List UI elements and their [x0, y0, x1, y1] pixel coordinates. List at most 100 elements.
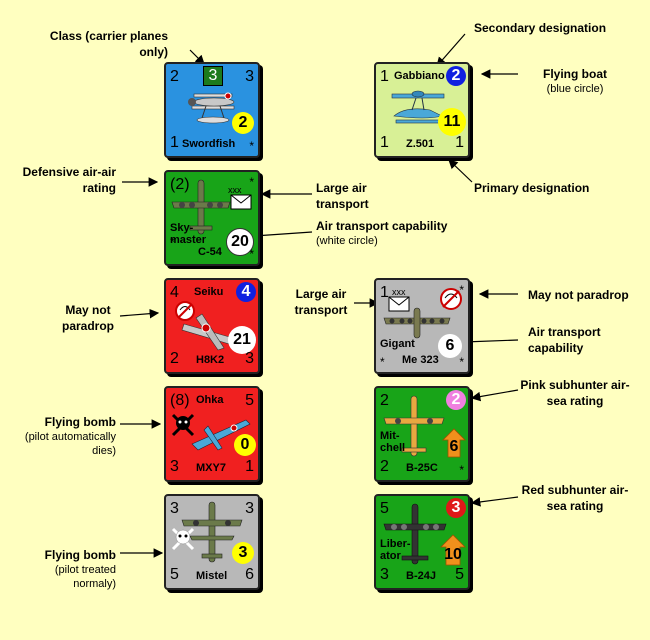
- up-arrow-icon: [440, 534, 466, 566]
- arrow-red-subhunter: [470, 496, 519, 507]
- arrow-primary: [448, 159, 473, 183]
- label-flying-bomb-2-sub: (pilot treated normaly): [54, 564, 116, 590]
- arrow-value: 6: [449, 438, 459, 455]
- counter-liberator: 5 3 Liber-ator 10 3 B-24J 5: [374, 494, 470, 590]
- counter-tr: 3: [245, 68, 254, 85]
- primary-designation: Z.501: [406, 138, 435, 150]
- counter-star: *: [459, 463, 464, 477]
- counter-tl: 1: [380, 68, 389, 85]
- arrow-class: [189, 49, 205, 65]
- primary-designation: B-24J: [406, 570, 436, 582]
- label-defensive: Defensive air-air rating: [22, 165, 116, 195]
- counter-tl: 1: [380, 284, 389, 301]
- blue-circle: 2: [446, 66, 466, 86]
- counter-bl: 3: [380, 566, 389, 583]
- counter-tl: 5: [380, 500, 389, 517]
- primary-designation: Me 323: [402, 354, 439, 366]
- counter-skymaster: (2) * xxx Sky-master * C-54 20 *: [164, 170, 260, 266]
- label-air-transport-title: Air transport capability: [316, 219, 448, 233]
- label-red-subhunter: Red subhunter air-sea rating: [521, 483, 629, 513]
- counter-mitchell: 2 2 Mit-chell 6 2 B-25C *: [374, 386, 470, 482]
- label-flying-boat: Flying boat (blue circle): [520, 66, 630, 96]
- counter-br: 6: [245, 566, 254, 583]
- counter-tl: (2): [170, 176, 190, 193]
- blue-circle: 4: [236, 282, 256, 302]
- counter-star: *: [249, 139, 254, 153]
- four-engine-plane-icon: [171, 179, 231, 235]
- counter-star: *: [380, 355, 385, 369]
- counter-bl: 3: [170, 458, 179, 475]
- yellow-circle: 0: [234, 434, 256, 456]
- label-large-air-transport-2: Large air transport: [294, 287, 348, 317]
- secondary-designation: Gigant: [380, 338, 415, 350]
- large-transport-mark: xxx: [228, 185, 242, 195]
- counter-tl: 2: [380, 392, 389, 409]
- flying-boat-icon: [391, 90, 445, 124]
- skull-crossbones-icon: [171, 413, 195, 437]
- counter-gabbiano: 1 Gabbiano 2 11 1 Z.501 1: [374, 62, 470, 158]
- yellow-circle: 3: [232, 542, 254, 564]
- counter-tr: 5: [245, 392, 254, 409]
- label-flying-bomb-2-title: Flying bomb: [44, 548, 116, 562]
- red-circle: 3: [446, 498, 466, 518]
- counter-bl: 1: [170, 134, 179, 151]
- counter-mistel: 3 3 3 5 Mistel 6: [164, 494, 260, 590]
- label-flying-boat-sub: (blue circle): [546, 83, 604, 95]
- class-badge: 3: [203, 66, 223, 86]
- white-circle: 6: [438, 334, 462, 358]
- counter-tl: 4: [170, 284, 179, 301]
- yellow-circle: 2: [232, 112, 254, 134]
- arrow-air-transport: [252, 230, 313, 241]
- label-pink-subhunter: Pink subhunter air-sea rating: [520, 378, 630, 408]
- label-flying-bomb-1-sub: (pilot automatically dies): [24, 431, 116, 457]
- label-flying-bomb-1: Flying bomb (pilot automatically dies): [20, 414, 116, 458]
- no-parachute-icon: [440, 288, 462, 310]
- rocket-plane-icon: [191, 419, 251, 451]
- counter-br: 5: [455, 566, 464, 583]
- label-air-transport-capability: Air transport capability (white circle): [316, 218, 447, 248]
- twin-engine-plane-icon: [383, 395, 445, 457]
- four-engine-plane-icon: [383, 503, 447, 565]
- label-flying-boat-title: Flying boat: [543, 67, 607, 81]
- label-secondary-designation: Secondary designation: [474, 21, 607, 35]
- arrow-may-not-paradrop-left: [119, 308, 160, 319]
- secondary-designation: Seiku: [194, 286, 224, 298]
- counter-bl: 2: [170, 350, 179, 367]
- primary-designation: Swordfish: [182, 138, 236, 150]
- composite-plane-icon: [181, 501, 243, 563]
- counter-star: *: [459, 355, 464, 369]
- label-class: Class (carrier planes only): [49, 29, 168, 59]
- counter-br: 3: [245, 350, 254, 367]
- counter-bl: 2: [380, 458, 389, 475]
- no-parachute-icon: [175, 301, 195, 321]
- counter-star: *: [170, 235, 175, 249]
- label-may-not-paradrop-left: May not paradrop: [61, 303, 114, 333]
- secondary-designation: Mit-chell: [380, 430, 406, 454]
- secondary-designation: Liber-ator: [380, 538, 411, 562]
- biplane-icon: [188, 92, 235, 124]
- secondary-designation: Sky-master: [170, 222, 207, 246]
- up-arrow-icon: [442, 428, 466, 458]
- large-transport-mark: xxx: [392, 287, 406, 297]
- envelope-icon: [388, 296, 410, 312]
- primary-designation: Mistel: [196, 570, 228, 582]
- six-engine-plane-icon: [383, 307, 451, 339]
- primary-designation: MXY7: [196, 462, 226, 474]
- secondary-designation: Ohka: [196, 394, 224, 406]
- label-air-transport-sub: (white circle): [316, 235, 378, 247]
- label-primary-designation: Primary designation: [474, 181, 590, 195]
- counter-gigant: 1 xxx * Gigant 6 * Me 323 *: [374, 278, 470, 374]
- primary-designation: H8K2: [196, 354, 225, 366]
- arrow-pink-subhunter: [470, 389, 519, 402]
- counter-tl: (8): [170, 392, 190, 409]
- counter-br: 1: [455, 134, 464, 151]
- envelope-icon: [230, 194, 252, 210]
- counter-star: *: [249, 175, 254, 189]
- white-circle: 21: [228, 326, 256, 354]
- counter-tl: 2: [170, 68, 179, 85]
- counter-bl: 5: [170, 566, 179, 583]
- yellow-circle: 11: [438, 108, 466, 136]
- arrow-air-transport-2: [462, 336, 519, 347]
- counter-tl: 3: [170, 500, 179, 517]
